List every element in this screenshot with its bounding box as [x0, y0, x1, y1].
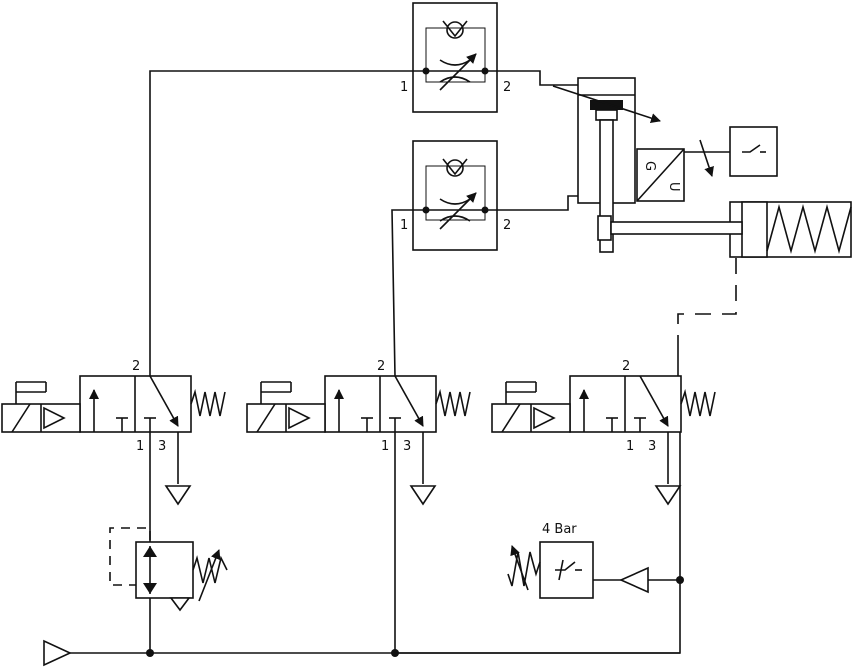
flow-control-valve-1 — [412, 2, 498, 113]
pipe-flow-control-1-to-cylinder — [497, 70, 578, 86]
pipe-valve-1-to-flow-control-1 — [149, 70, 413, 376]
spring-icon — [680, 388, 716, 417]
spring-icon — [190, 388, 226, 417]
valve-2-port-2-label: 2 — [377, 359, 385, 374]
pressure-switch — [507, 541, 649, 599]
pressure-input-triangle — [619, 566, 649, 594]
valve-3-port-3-label: 3 — [648, 439, 656, 454]
exhaust-icon — [654, 485, 682, 506]
solenoid-actuator-icon — [246, 403, 326, 433]
solenoid-actuator-icon — [491, 403, 571, 433]
pipe-flow-control-2-to-cylinder — [497, 195, 578, 211]
pilot-line-dashed — [109, 527, 151, 586]
solenoid-actuator-icon — [1, 403, 81, 433]
flow-control-valve-2 — [412, 140, 498, 251]
pressure-setpoint-label: 4 Bar — [542, 522, 577, 537]
flow-control-1-port-left: 1 — [400, 80, 408, 95]
manual-override-icon — [260, 381, 292, 404]
check-valve-icon — [442, 20, 468, 39]
adjustable-arrow-icon — [198, 549, 221, 602]
valve-2-port-1-label: 1 — [381, 439, 389, 454]
valve-1-port-2-label: 2 — [132, 359, 140, 374]
flow-control-2-port-right: 2 — [503, 218, 511, 233]
spring-icon — [435, 388, 471, 417]
spring-return-cylinder — [597, 201, 852, 258]
throttle-icon — [439, 192, 477, 230]
valve-3-port-1-label: 1 — [626, 439, 634, 454]
transducer-u-symbol: U — [666, 182, 681, 192]
manual-override-icon — [15, 381, 47, 404]
limit-switch — [729, 126, 778, 177]
pressure-regulator — [109, 527, 228, 612]
exhaust-icon — [164, 485, 192, 506]
valve-2-port-3-label: 3 — [403, 439, 411, 454]
throttle-icon — [439, 53, 477, 91]
valve-1-port-3-label: 3 — [158, 439, 166, 454]
flow-control-1-port-right: 2 — [503, 80, 511, 95]
pipe-valve-2-to-flow-control-2 — [391, 209, 413, 377]
transducer-g-symbol: G — [642, 161, 657, 171]
manual-override-icon — [505, 381, 537, 404]
pressure-source-icon — [43, 639, 72, 667]
spring-icon — [507, 551, 541, 587]
exhaust-icon — [409, 485, 437, 506]
flow-control-2-port-left: 1 — [400, 218, 408, 233]
spring-icon — [192, 555, 228, 584]
valve-3-port-2-label: 2 — [622, 359, 630, 374]
adjustable-arrow-icon — [510, 545, 529, 591]
valve-1-port-1-label: 1 — [136, 439, 144, 454]
pipe-supply-to-valve-3 — [395, 432, 681, 654]
spring-icon — [766, 203, 852, 255]
displacement-transducer: G U — [636, 148, 685, 202]
pilot-line-dashed — [677, 258, 737, 340]
check-valve-icon — [442, 158, 468, 177]
